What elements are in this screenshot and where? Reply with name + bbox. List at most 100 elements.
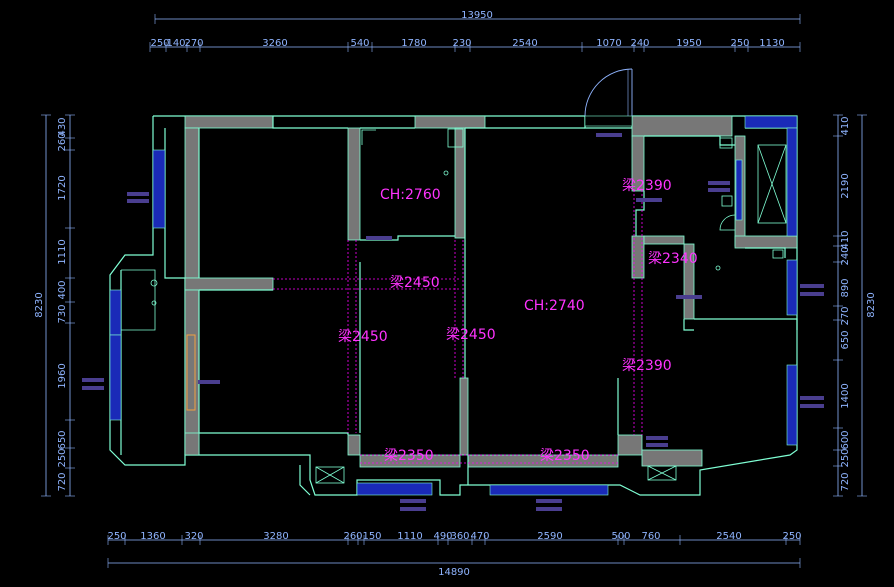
bottom-dim-3: 320 [184,531,203,542]
beam-label-2: 梁2340 [648,251,698,267]
left-dim-8: 650 [57,430,68,449]
right-dim-1: 410 [840,116,851,135]
wall-block [454,127,466,239]
wall-block [184,115,274,129]
bottom-dim-15: 250 [782,531,801,542]
beam-label-8: 梁2350 [540,448,590,464]
tag-bars [82,133,824,511]
bottom-dim-6: 150 [362,531,381,542]
window-left-bay-1 [109,289,122,336]
wall-block [184,277,274,291]
tag-bar [800,396,824,400]
top-dim-2: 140 [166,38,185,49]
window-right-upper [786,127,798,237]
door-swing [719,214,736,231]
drain [715,265,721,271]
tag-bar [82,378,104,382]
top-dim-3: 270 [184,38,203,49]
left-dim-9: 250 [57,448,68,467]
left-dim-4: 1110 [57,239,68,264]
left-total-dim: 8230 [34,292,45,317]
tag-bar [127,192,149,196]
right-dim-9: 600 [840,430,851,449]
fixtures [121,128,787,484]
bottom-dim-5: 260 [343,531,362,542]
bottom-dim-13: 760 [641,531,660,542]
windows [109,115,798,496]
beam-label-7: 梁2350 [384,448,434,464]
interior-walls [198,116,798,485]
right-dim-4: 240 [840,246,851,265]
interior-wall [272,116,348,129]
top-dim-6: 1780 [401,38,426,49]
left-dim-1: 430 [57,117,68,136]
tag-bar [596,133,622,137]
interior-wall [635,191,645,236]
top-dim-12: 250 [730,38,749,49]
beam-label-4: 梁2450 [338,329,388,345]
beams [273,190,643,464]
tag-bar [536,507,562,511]
wall-block [617,434,643,456]
left-chain-ticks [65,114,75,497]
bay-cabinet [121,269,156,331]
window-bottom-2 [489,484,609,496]
bottom-dimensions: 250 1360 320 3280 260 150 1110 490 360 4… [107,531,801,578]
interior-wall [694,318,798,330]
ac-cross [315,466,345,484]
top-dim-13: 1130 [759,38,784,49]
wall-block [631,115,733,137]
wall-block [683,243,695,320]
ac-unit-right [647,465,677,481]
wall-block [734,235,798,249]
tag-bar [366,236,392,240]
bottom-dim-2: 1360 [140,531,165,542]
bay-bottom-left [299,465,311,496]
right-dim-5: 890 [840,278,851,297]
ac-unit-left [315,466,345,484]
top-chain-labels: 250 140 270 3260 540 1780 230 2540 1070 … [150,38,784,49]
bottom-dim-11: 2590 [537,531,562,542]
tag-bar [800,404,824,408]
beam-label-6: 梁2390 [622,358,672,374]
bottom-total-dim: 14890 [438,567,470,578]
left-dim-2: 260 [57,132,68,151]
tag-bar [676,295,702,299]
tag-bar [82,386,104,390]
tag-bar [646,436,668,440]
window-right-mid [786,259,798,316]
wall-block [347,127,361,241]
right-dim-6: 270 [840,306,851,325]
tag-bar [400,507,426,511]
bath-fixture [772,249,784,259]
wall-block [641,449,703,467]
right-dimensions: 8230 410 2190 410 240 890 270 650 1400 6… [833,114,877,497]
wall-block [631,235,645,279]
sliding-door [186,334,196,411]
right-dim-11: 720 [840,472,851,491]
inner-outline-left [164,128,186,455]
right-total-dim: 8230 [866,292,877,317]
door-swing-arc [584,68,633,117]
bottom-dim-9: 360 [450,531,469,542]
tag-bar [646,443,668,447]
left-dim-6: 730 [57,304,68,323]
window-right-lower [786,364,798,446]
left-dim-7: 1960 [57,363,68,388]
entry-door [584,68,633,117]
left-dim-10: 720 [57,472,68,491]
room-labels: CH:2760 CH:2740 梁2390 梁2340 梁2450 梁2450 … [338,178,698,464]
beam-label-5: 梁2450 [446,327,496,343]
wall-blocks [184,115,798,468]
bath-fixture [721,195,733,207]
bottom-dim-12: 500 [611,531,630,542]
interior-wall [198,290,349,435]
right-dim-7: 650 [840,330,851,349]
right-dim-2: 2190 [840,173,851,198]
top-dim-9: 1070 [596,38,621,49]
left-dim-3: 1720 [57,175,68,200]
tag-bar [800,284,824,288]
window-right-top [744,115,798,129]
bottom-dim-1: 250 [107,531,126,542]
